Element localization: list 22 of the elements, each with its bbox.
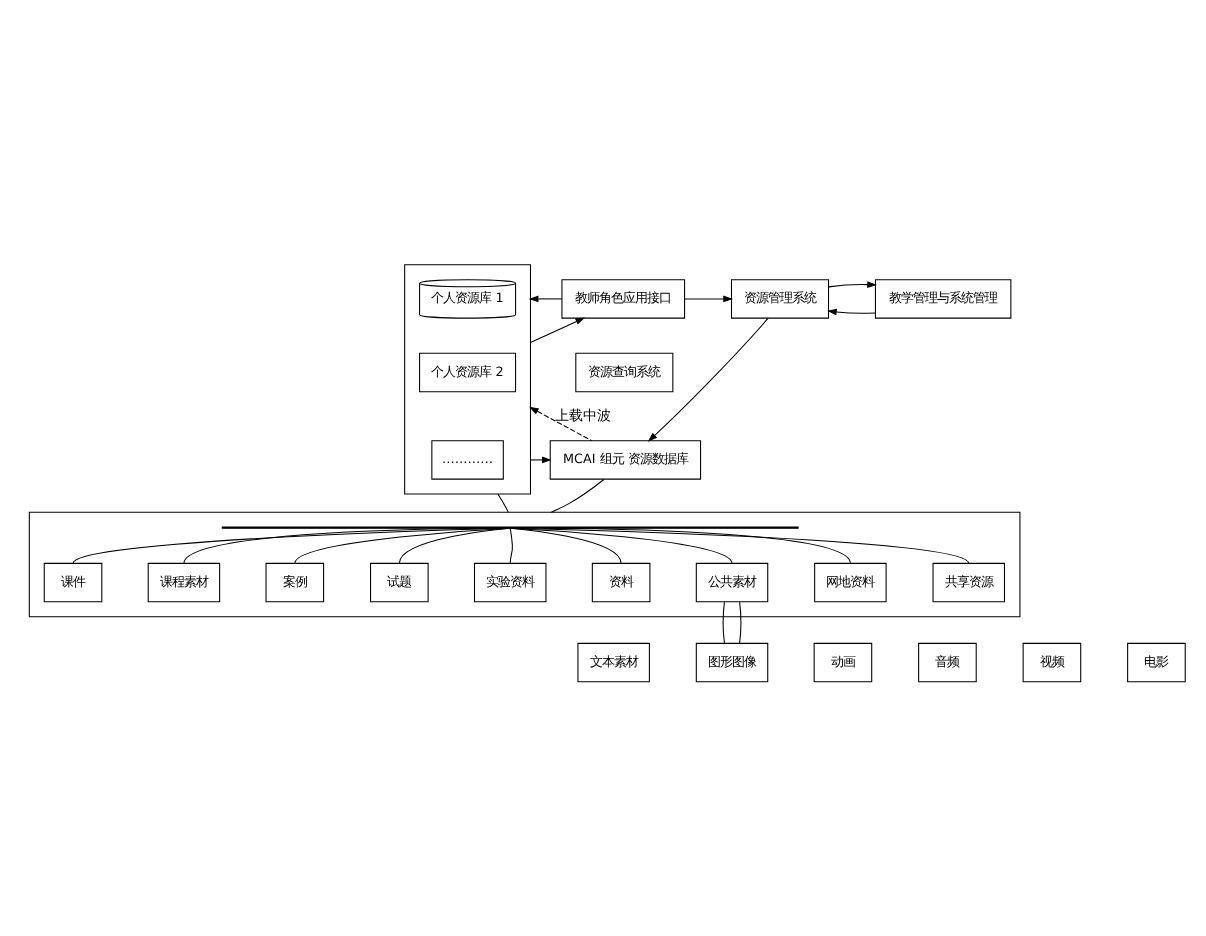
connector [722,600,725,643]
connector [497,492,509,512]
node-bar [221,525,799,528]
connector [739,600,742,643]
connector [509,526,513,563]
arrow [529,405,593,441]
arrow [528,294,563,302]
connector [72,526,511,563]
connector [509,526,622,563]
arrow [529,455,552,463]
connector [509,526,970,563]
connector [294,526,511,563]
connector [398,526,511,563]
arrow [647,316,769,441]
connector [509,526,733,563]
arrow [529,316,586,343]
cluster [404,263,532,494]
arrow [827,307,876,315]
cluster [28,510,1021,617]
connector [550,477,605,512]
arrow [828,280,877,287]
arrow [684,294,733,302]
